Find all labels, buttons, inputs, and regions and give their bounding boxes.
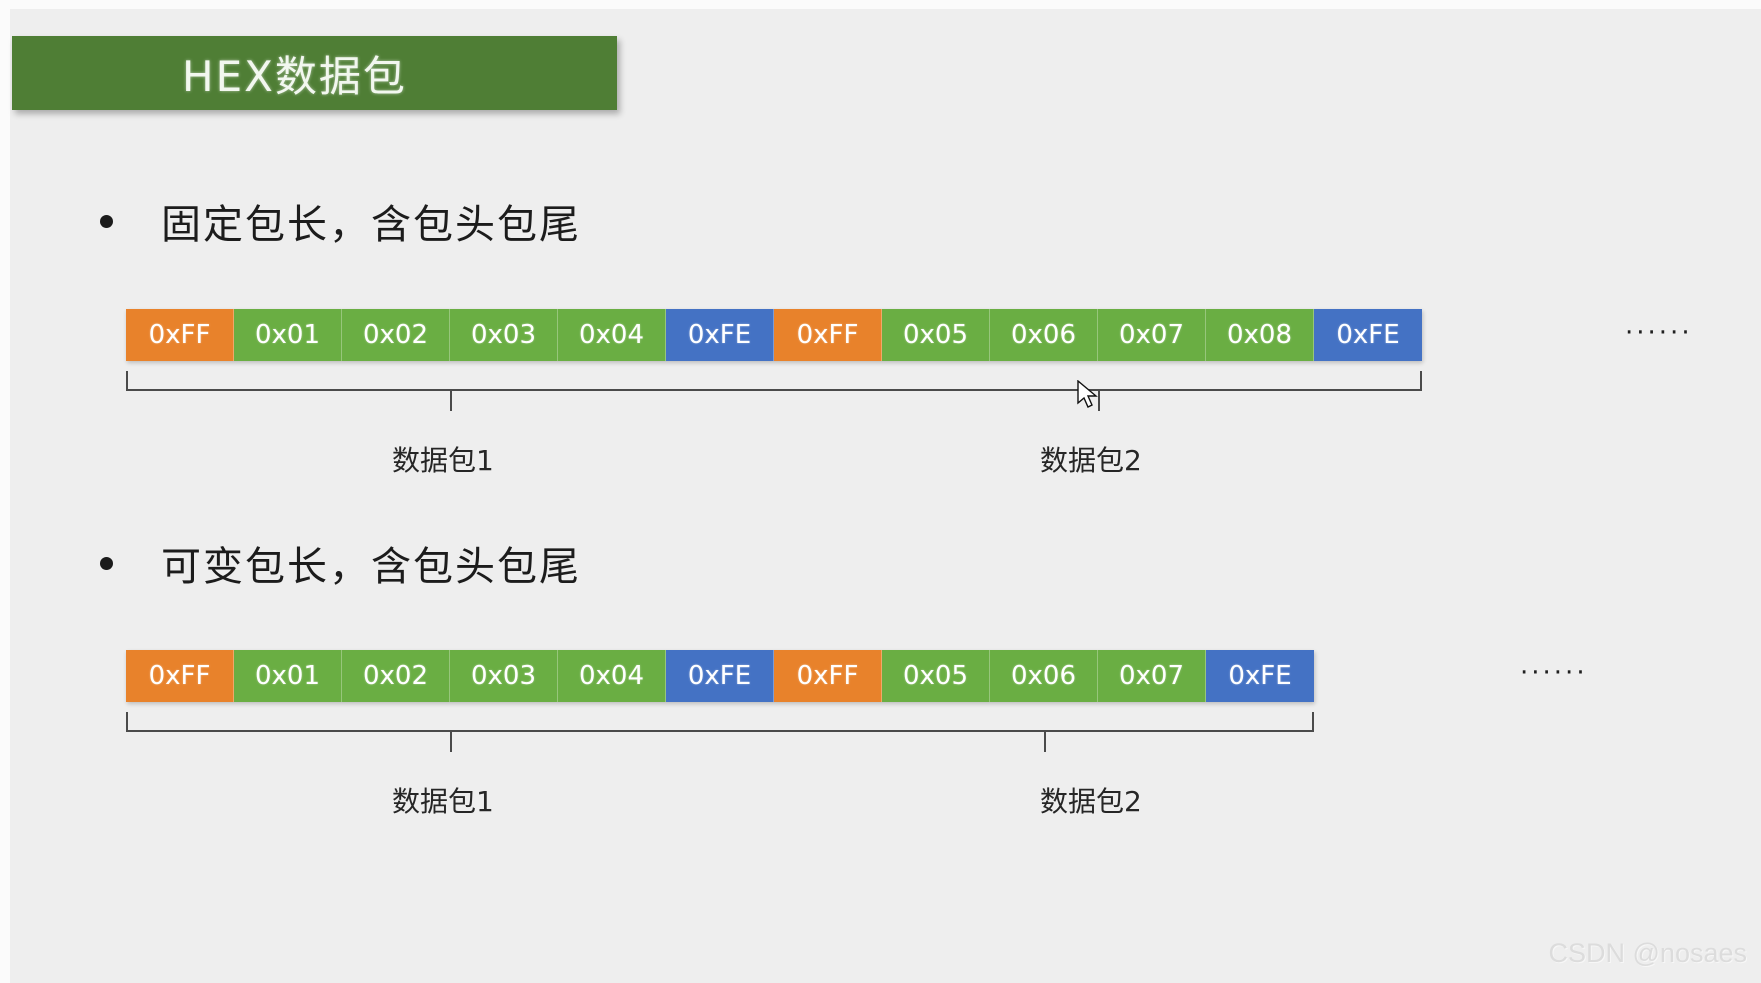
byte-cell-body: 0x02 (342, 309, 450, 361)
title-banner: HEX数据包 (12, 36, 617, 110)
byte-cell-body: 0x03 (450, 309, 558, 361)
bracket-caption-packet2-fixed: 数据包2 (1040, 444, 1142, 477)
bracket-packet2-variable (774, 712, 1314, 752)
bracket-tick-right (1312, 712, 1314, 732)
bullet-label: 可变包长，含包头包尾 (161, 544, 581, 590)
bracket-tick-mid (450, 730, 452, 752)
bracket-tick-mid (1098, 389, 1100, 411)
byte-cell-body: 0x07 (1098, 309, 1206, 361)
bullet-label: 固定包长，含包头包尾 (161, 202, 581, 248)
byte-cell-tail: 0xFE (666, 650, 774, 702)
byte-cell-head: 0xFF (126, 650, 234, 702)
byte-cell-head: 0xFF (126, 309, 234, 361)
bullet-item-fixed-length: 固定包长，含包头包尾 (100, 192, 581, 250)
bracket-caption-packet1-fixed: 数据包1 (392, 444, 494, 477)
bracket-packet1-variable (126, 712, 774, 752)
byte-cell-tail: 0xFE (1314, 309, 1422, 361)
ellipsis-variable-length: ······ (1520, 658, 1588, 688)
byte-cell-body: 0x01 (234, 309, 342, 361)
byte-cell-body: 0x07 (1098, 650, 1206, 702)
bracket-caption-packet1-variable: 数据包1 (392, 785, 494, 818)
bracket-packet2-fixed (774, 371, 1422, 411)
slide-top-edge (0, 0, 1761, 9)
byte-cell-body: 0x05 (882, 309, 990, 361)
bracket-tick-mid (1044, 730, 1046, 752)
bullet-dot-icon (100, 556, 113, 570)
page-title: HEX数据包 (182, 51, 407, 101)
byte-cell-body: 0x01 (234, 650, 342, 702)
bullet-item-variable-length: 可变包长，含包头包尾 (100, 534, 581, 592)
byte-cell-body: 0x04 (558, 309, 666, 361)
byte-cell-body: 0x05 (882, 650, 990, 702)
byte-cell-body: 0x03 (450, 650, 558, 702)
bullet-dot-icon (100, 214, 113, 228)
byte-cell-body: 0x04 (558, 650, 666, 702)
ellipsis-fixed-length: ······ (1625, 318, 1693, 348)
byte-cell-body: 0x06 (990, 309, 1098, 361)
bracket-tick-left (126, 712, 128, 732)
bracket-packet1-fixed (126, 371, 774, 411)
byte-cell-body: 0x02 (342, 650, 450, 702)
bracket-caption-packet2-variable: 数据包2 (1040, 785, 1142, 818)
byte-cell-body: 0x06 (990, 650, 1098, 702)
bracket-tick-left (126, 371, 128, 391)
byte-cell-body: 0x08 (1206, 309, 1314, 361)
byte-cell-tail: 0xFE (666, 309, 774, 361)
watermark: CSDN @nosaes (1548, 938, 1747, 968)
byte-cell-tail: 0xFE (1206, 650, 1314, 702)
mouse-cursor-icon (1077, 380, 1098, 408)
byte-cell-head: 0xFF (774, 309, 882, 361)
slide-left-edge (0, 0, 10, 983)
byte-cell-head: 0xFF (774, 650, 882, 702)
bracket-tick-right (1420, 371, 1422, 391)
bracket-tick-mid (450, 389, 452, 411)
